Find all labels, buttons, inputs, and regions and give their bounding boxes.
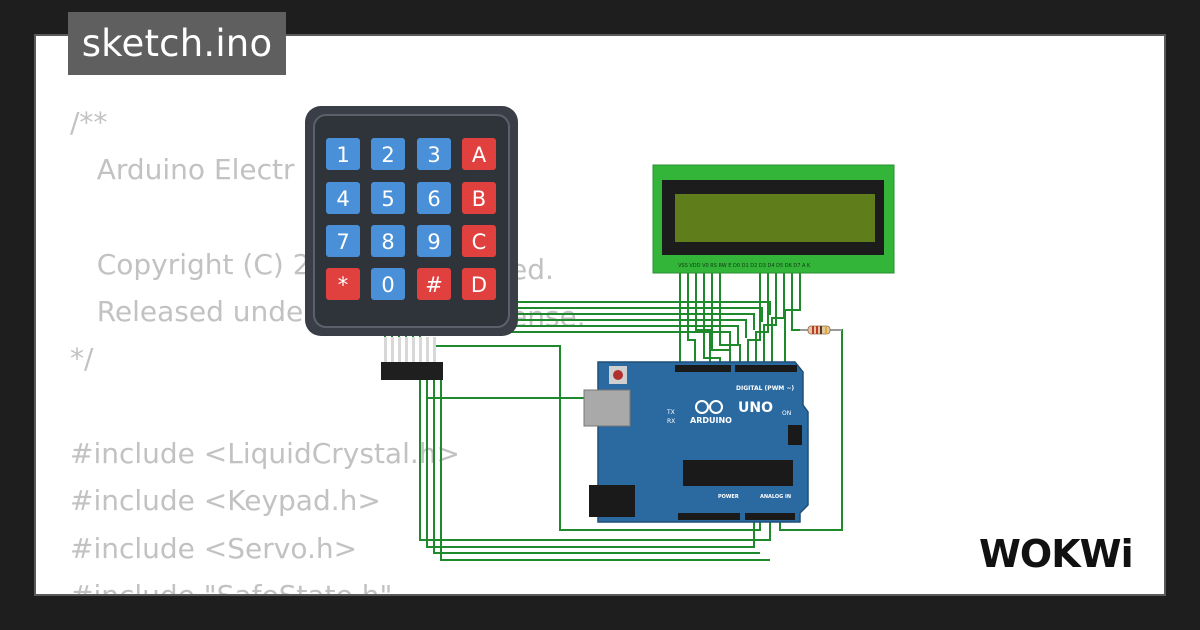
keypad-key-label: 8 <box>381 230 394 254</box>
keypad-key-label: 0 <box>381 273 394 297</box>
code-line: #include <Servo.h> <box>70 531 358 565</box>
keypad-key-0[interactable]: 0 <box>371 268 405 300</box>
wokwi-logo-text: WOKWi <box>979 532 1133 576</box>
arduino-label: ARDUINO <box>690 416 732 425</box>
usb-port <box>583 389 631 427</box>
keypad-key-7[interactable]: 7 <box>326 225 360 257</box>
keypad-key-hash[interactable]: # <box>417 268 451 300</box>
atmega-chip <box>683 460 793 486</box>
keypad-4x4: 1 2 3 A 4 5 6 B 7 8 9 C * 0 # D <box>305 106 518 380</box>
keypad-key-label: 6 <box>427 187 440 211</box>
keypad-key-label: 1 <box>336 143 349 167</box>
keypad-key-label: 3 <box>427 143 440 167</box>
keypad-key-5[interactable]: 5 <box>371 182 405 214</box>
tx-label: TX <box>666 409 675 416</box>
code-fragment-2: ense. <box>510 300 586 333</box>
digital-label: DIGITAL (PWM ~) <box>736 385 794 392</box>
lcd-1602: VSS VDD V0 RS RW E D0 D1 D2 D3 D4 D5 D6 … <box>652 164 895 274</box>
keypad-key-label: 9 <box>427 230 440 254</box>
rx-label: RX <box>667 418 675 425</box>
keypad-key-3[interactable]: 3 <box>417 138 451 170</box>
keypad-key-label: D <box>471 273 487 297</box>
keypad-key-label: 7 <box>336 230 349 254</box>
code-editor: /** Arduino Electr Copyright (C) 2 Relea… <box>70 99 460 596</box>
code-line: Released unde <box>70 295 304 329</box>
arduino-logo <box>695 400 723 414</box>
code-line: Arduino Electr <box>70 153 295 187</box>
code-line: #include <LiquidCrystal.h> <box>70 437 460 471</box>
keypad-key-2[interactable]: 2 <box>371 138 405 170</box>
analog-label: ANALOG IN <box>760 494 791 500</box>
keypad-header <box>381 362 443 380</box>
code-line: */ <box>70 342 94 376</box>
keypad-key-4[interactable]: 4 <box>326 182 360 214</box>
wokwi-logo: WOKWi <box>979 532 1134 576</box>
arduino-uno: DIGITAL (PWM ~) UNO ARDUINO ON TX RX POW… <box>583 361 809 523</box>
keypad-key-6[interactable]: 6 <box>417 182 451 214</box>
code-line: /** <box>70 106 108 139</box>
power-label: POWER <box>718 494 739 500</box>
code-line: #include <Keypad.h> <box>70 484 381 518</box>
keypad-key-b[interactable]: B <box>462 182 496 214</box>
lcd-pin-labels: VSS VDD V0 RS RW E D0 D1 D2 D3 D4 D5 D6 … <box>678 263 811 269</box>
uno-label: UNO <box>738 400 773 416</box>
resistor <box>800 325 842 335</box>
file-tab[interactable]: sketch.ino <box>68 12 286 75</box>
keypad-key-c[interactable]: C <box>462 225 496 257</box>
keypad-key-label: C <box>472 230 487 254</box>
lcd-screen <box>675 194 875 242</box>
keypad-key-9[interactable]: 9 <box>417 225 451 257</box>
power-jack <box>589 485 635 517</box>
keypad-key-8[interactable]: 8 <box>371 225 405 257</box>
keypad-key-1[interactable]: 1 <box>326 138 360 170</box>
keypad-key-label: A <box>472 143 487 167</box>
keypad-key-label: 4 <box>336 187 349 211</box>
keypad-key-a[interactable]: A <box>462 138 496 170</box>
keypad-key-label: 2 <box>381 143 394 167</box>
keypad-key-label: # <box>425 273 443 297</box>
keypad-key-label: B <box>472 187 486 211</box>
code-line: #include "SafeState.h" <box>70 578 393 596</box>
on-led-label: ON <box>782 410 791 417</box>
keypad-key-star[interactable]: * <box>326 268 360 300</box>
keypad-key-label: 5 <box>381 187 394 211</box>
keypad-key-d[interactable]: D <box>462 268 496 300</box>
keypad-key-label: * <box>338 273 349 297</box>
reset-button <box>613 370 623 380</box>
